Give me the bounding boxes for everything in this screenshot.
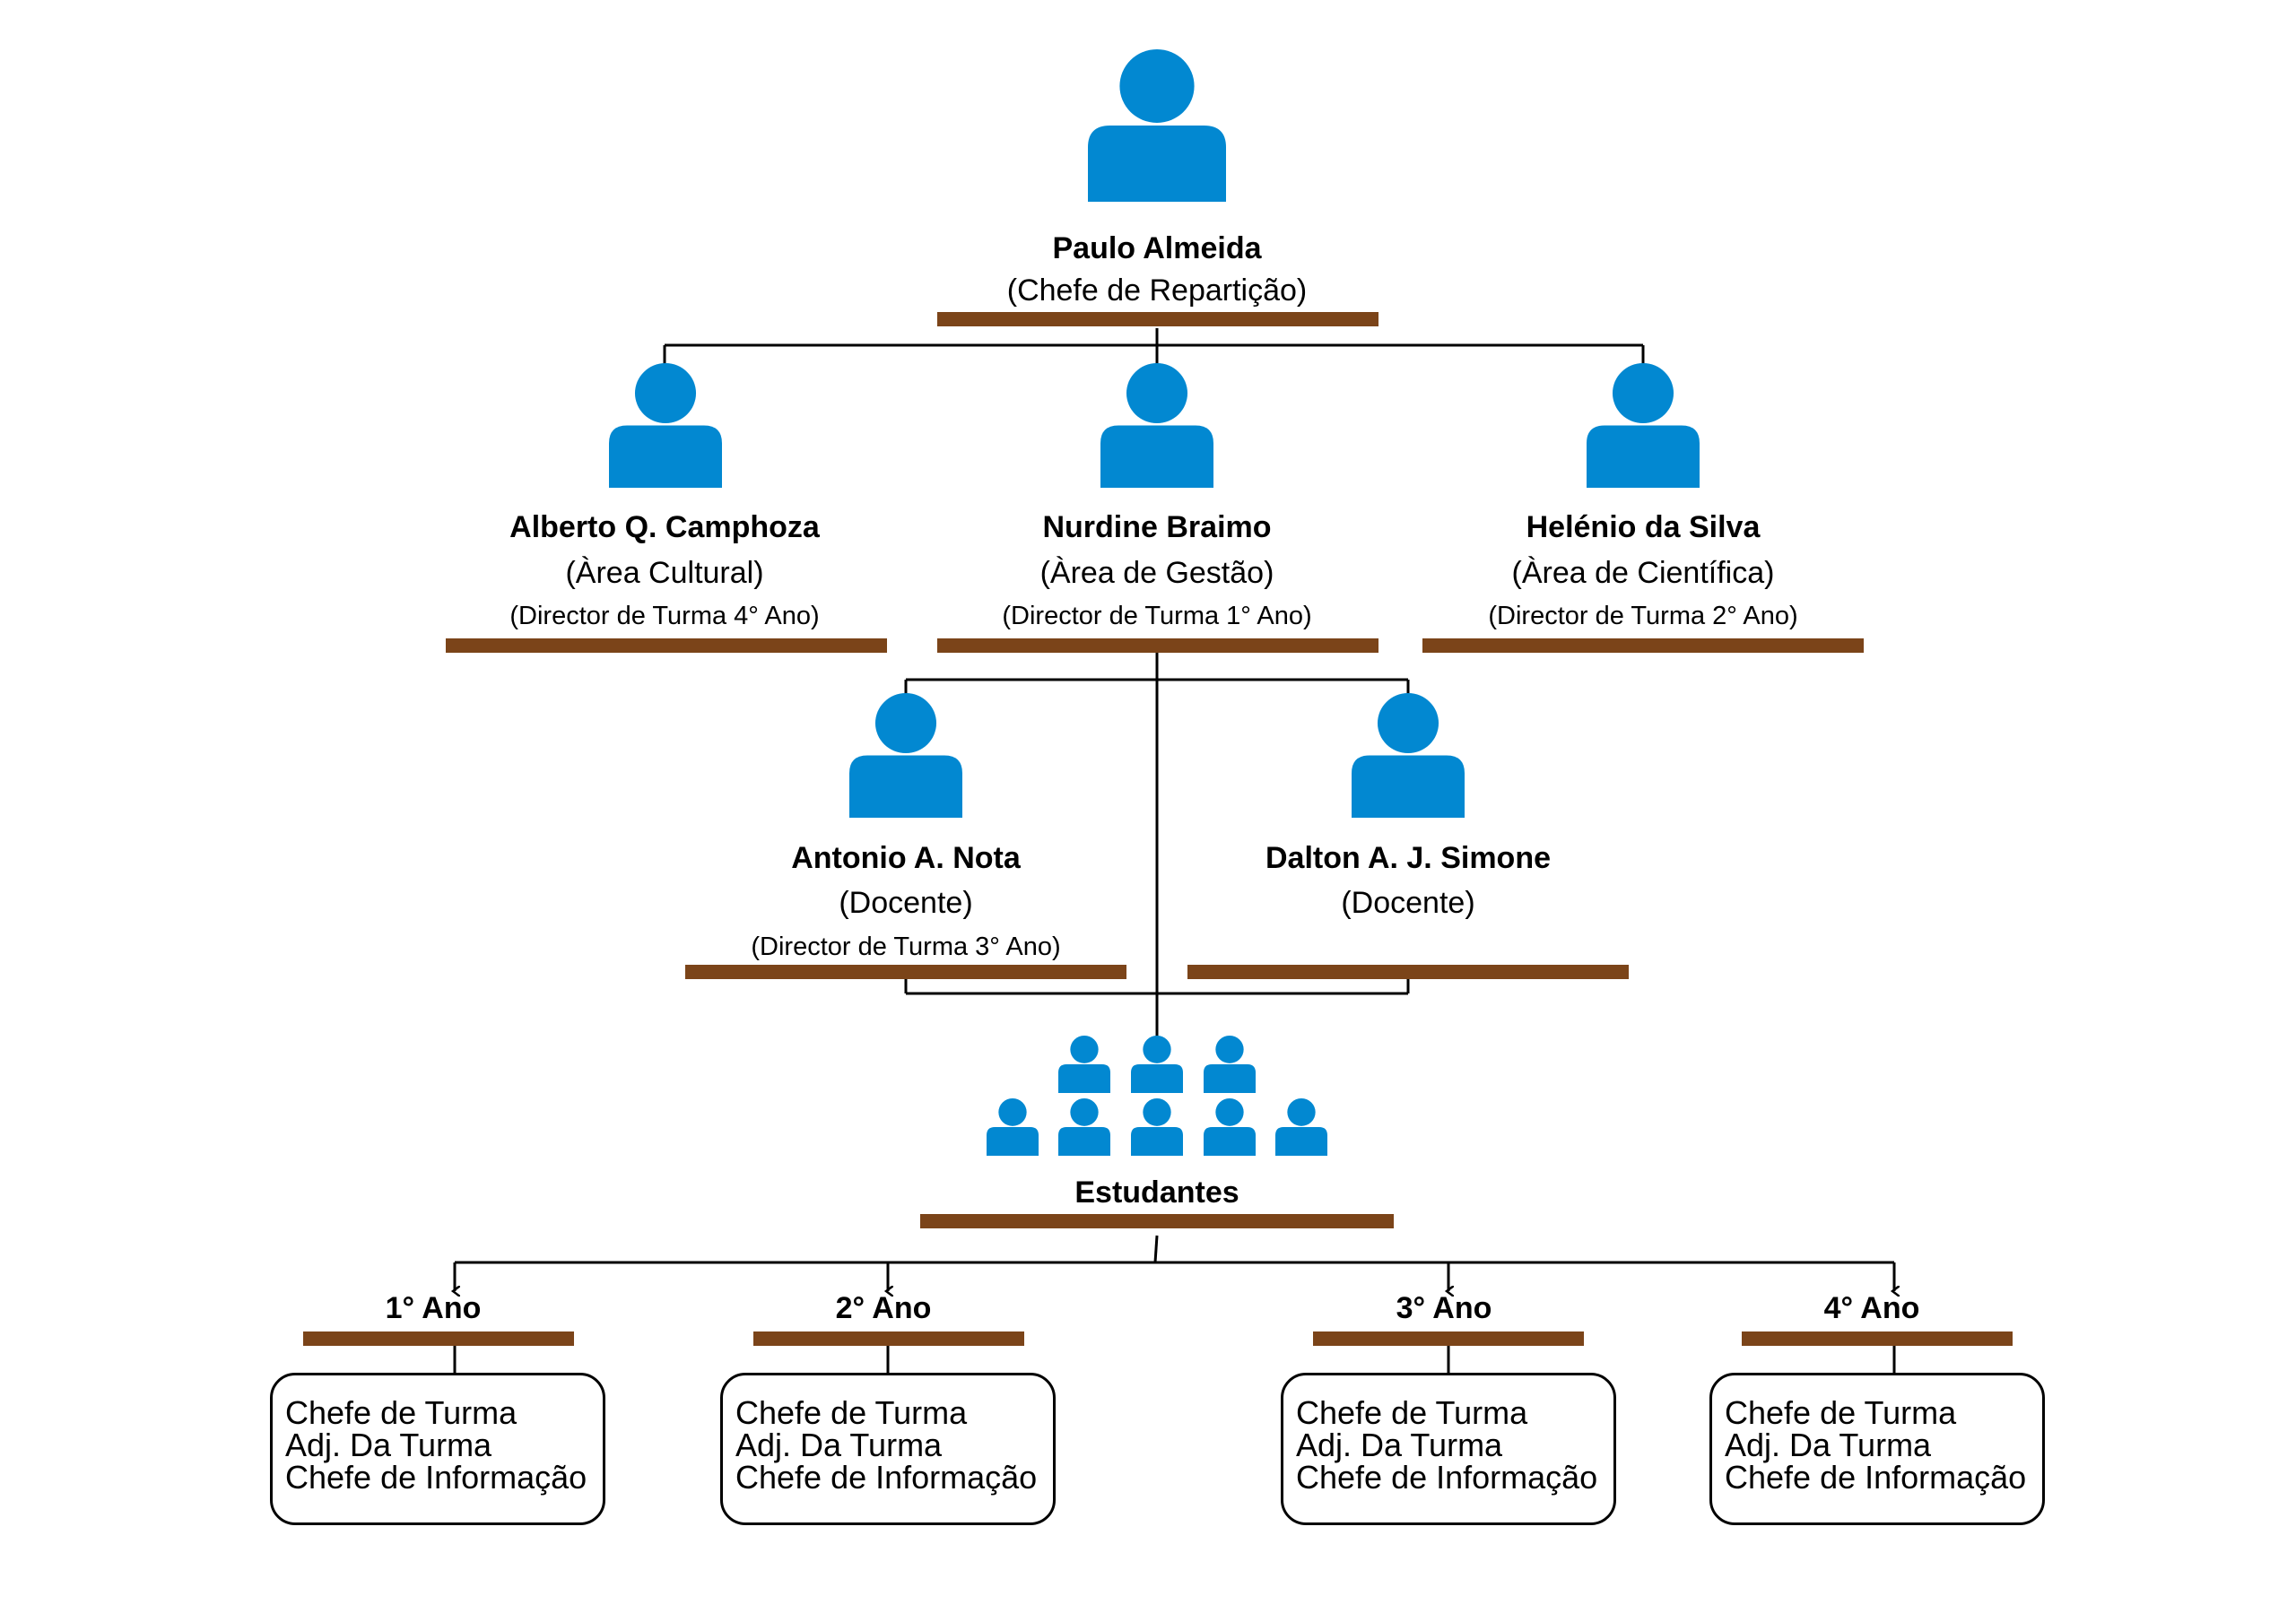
year-3-item-1: Chefe de Turma — [1296, 1394, 1528, 1431]
year-4-bar — [1742, 1331, 2013, 1346]
year-1-item-3: Chefe de Informação — [285, 1459, 587, 1496]
director-3-name: Helénio da Silva — [1526, 510, 1761, 544]
teacher-2-bar — [1187, 965, 1629, 979]
person-icon — [1352, 693, 1465, 818]
director-2-name: Nurdine Braimo — [1042, 510, 1272, 544]
teacher-2-role: (Docente) — [1341, 886, 1475, 920]
year-4-label: 4° Ano — [1823, 1291, 1920, 1325]
year-4-item-2: Adj. Da Turma — [1725, 1427, 1932, 1463]
connector-students-down — [1153, 1235, 1159, 1263]
year-1-box: Chefe de Turma Adj. Da Turma Chefe de In… — [270, 1373, 605, 1525]
director-3-sub: (Director de Turma 2° Ano) — [1488, 602, 1798, 630]
head-bar — [937, 312, 1378, 326]
person-icon — [1100, 363, 1213, 488]
year-1-item-2: Adj. Da Turma — [285, 1427, 492, 1463]
teacher-1-bar — [685, 965, 1126, 979]
year-3-label: 3° Ano — [1396, 1291, 1492, 1325]
director-3-role: (Àrea de Científica) — [1511, 556, 1775, 590]
student-icon — [1058, 1036, 1110, 1093]
teacher-1-name: Antonio A. Nota — [791, 841, 1021, 875]
director-1-bar — [446, 638, 887, 653]
director-2-sub: (Director de Turma 1° Ano) — [1002, 602, 1312, 630]
head-role: (Chefe de Repartição) — [1006, 273, 1308, 308]
student-icon — [987, 1098, 1039, 1156]
year-3-box: Chefe de Turma Adj. Da Turma Chefe de In… — [1281, 1373, 1616, 1525]
person-icon — [849, 693, 962, 818]
year-4-item-3: Chefe de Informação — [1725, 1459, 2027, 1496]
director-1-name: Alberto Q. Camphoza — [509, 510, 820, 544]
year-3-item-2: Adj. Da Turma — [1296, 1427, 1503, 1463]
year-4-item-1: Chefe de Turma — [1725, 1394, 1957, 1431]
student-icon — [1131, 1036, 1183, 1093]
year-2-item-2: Adj. Da Turma — [735, 1427, 943, 1463]
head-name: Paulo Almeida — [1052, 231, 1262, 265]
students-bar — [920, 1214, 1394, 1228]
students-label: Estudantes — [1074, 1175, 1239, 1210]
teacher-1-role: (Docente) — [839, 886, 973, 920]
year-1-item-1: Chefe de Turma — [285, 1394, 517, 1431]
year-1-bar — [303, 1331, 574, 1346]
year-3-bar — [1313, 1331, 1584, 1346]
year-2-bar — [753, 1331, 1024, 1346]
director-2-role: (Àrea de Gestão) — [1039, 556, 1274, 590]
director-1-sub: (Director de Turma 4° Ano) — [509, 602, 820, 630]
teacher-1-sub: (Director de Turma 3° Ano) — [751, 932, 1061, 961]
student-icon — [1058, 1098, 1110, 1156]
director-1-role: (Àrea Cultural) — [565, 556, 764, 590]
director-3-bar — [1422, 638, 1864, 653]
year-2-item-1: Chefe de Turma — [735, 1394, 968, 1431]
year-4-box: Chefe de Turma Adj. Da Turma Chefe de In… — [1709, 1373, 2045, 1525]
person-icon — [609, 363, 722, 488]
student-icon — [1204, 1036, 1256, 1093]
person-icon — [1088, 49, 1226, 202]
teacher-2-name: Dalton A. J. Simone — [1265, 841, 1552, 875]
student-icon — [1204, 1098, 1256, 1156]
year-1-label: 1° Ano — [385, 1291, 482, 1325]
director-2-bar — [937, 638, 1378, 653]
year-3-item-3: Chefe de Informação — [1296, 1459, 1598, 1496]
year-2-box: Chefe de Turma Adj. Da Turma Chefe de In… — [720, 1373, 1056, 1525]
year-2-label: 2° Ano — [835, 1291, 932, 1325]
year-2-item-3: Chefe de Informação — [735, 1459, 1038, 1496]
person-icon — [1587, 363, 1700, 488]
student-icon — [1131, 1098, 1183, 1156]
student-icon — [1275, 1098, 1327, 1156]
